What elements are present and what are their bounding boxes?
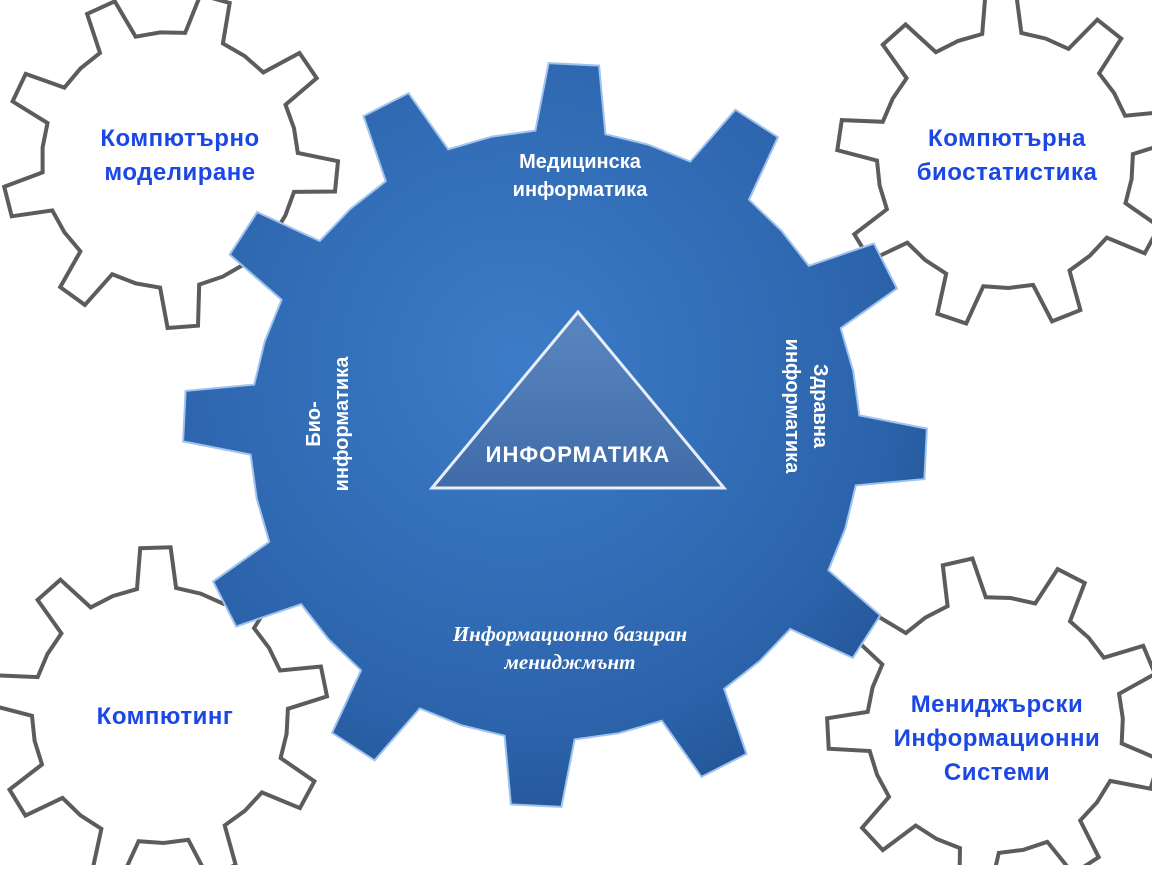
label-line: мениджмънт [504,650,636,674]
label-line: информатика [512,179,648,201]
label-computing: Компютинг [50,700,280,734]
center-title: ИНФОРМАТИКА [485,442,671,467]
center-triangle [428,309,728,490]
label-line: Компютинг [96,703,234,730]
label-line: Компютърно [100,125,260,152]
label-line: информатика [331,356,353,492]
label-line: биостатистика [916,159,1098,186]
label-computer-modeling: Компютърно моделиране [60,122,300,190]
label-line: Здравна [809,363,831,449]
gear-outline-bottom-right [825,556,1152,870]
gear-outline-bottom-left [0,545,330,870]
label-line: Информационно базиран [452,622,688,646]
label-line: Мениджърски [910,691,1084,718]
label-management-information-systems: Мениджърски Информационни Системи [862,688,1132,790]
label-line: Био- [303,401,325,447]
label-line: Информационни [893,725,1101,752]
label-line: информатика [781,338,803,474]
label-information-based-management: Информационно базиран мениджмънт [390,620,750,676]
label-medical-informatics: Медицинска информатика [470,148,690,204]
label-bioinformatics: Био- информатика [300,304,356,544]
label-line: моделиране [104,159,256,186]
label-line: Компютърна [928,125,1086,152]
label-health-informatics: Здравна информатика [778,286,834,526]
label-line: Медицинска [519,151,641,173]
label-computer-biostatistics: Компютърна биостатистика [872,122,1142,190]
label-line: Системи [943,759,1051,786]
